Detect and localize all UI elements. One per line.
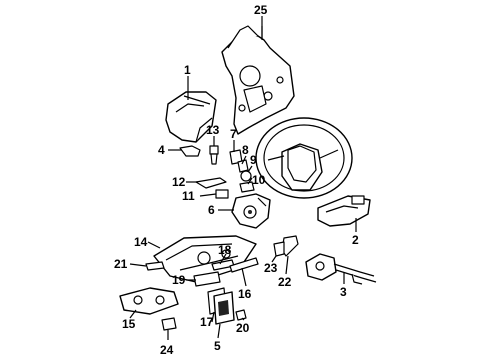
part-13-bulb	[209, 145, 219, 165]
label-23: 23	[264, 261, 278, 275]
part-15-bracket	[119, 287, 179, 315]
label-4: 4	[158, 143, 165, 157]
label-5: 5	[214, 339, 221, 353]
part-2-cover	[317, 195, 371, 227]
part-19-plate	[193, 271, 221, 287]
label-8: 8	[242, 143, 249, 157]
label-14: 14	[134, 235, 148, 249]
part-25-bracket	[221, 25, 295, 135]
part-21-bolt	[145, 261, 165, 271]
part-4-clip	[179, 145, 201, 157]
part-16-arm	[229, 257, 259, 273]
label-6: 6	[208, 203, 215, 217]
part-24-nut	[161, 317, 177, 331]
label-2: 2	[352, 233, 359, 247]
part-3-switch	[305, 253, 377, 285]
part-20-screw	[235, 309, 247, 321]
label-11: 11	[182, 189, 195, 203]
callout-labels: 1 25 2 3 4 13 7 8 9 10 12 11 6 14 21 18 …	[114, 3, 359, 357]
part-11-pin	[215, 189, 229, 199]
label-25: 25	[254, 3, 268, 17]
label-3: 3	[340, 285, 347, 299]
part-9-ring	[240, 170, 252, 182]
label-9: 9	[250, 153, 257, 167]
label-16: 16	[238, 287, 252, 301]
label-22: 22	[278, 275, 292, 289]
label-13: 13	[206, 123, 220, 137]
label-15: 15	[122, 317, 136, 331]
part-10-retainer	[239, 181, 255, 193]
leader-lines	[129, 16, 357, 340]
label-18: 18	[218, 243, 232, 257]
label-17: 17	[200, 315, 214, 329]
label-1: 1	[184, 63, 191, 77]
label-20: 20	[236, 321, 250, 335]
label-12: 12	[172, 175, 186, 189]
label-19: 19	[172, 273, 186, 287]
label-10: 10	[252, 173, 266, 187]
label-21: 21	[114, 257, 128, 271]
part-23-clip	[273, 241, 285, 257]
part-6-housing	[231, 193, 271, 229]
label-7: 7	[230, 127, 237, 141]
part-14-column	[153, 235, 257, 283]
part-12-actuator	[195, 177, 227, 189]
label-24: 24	[160, 343, 174, 357]
part-1-shroud	[165, 91, 217, 143]
steering-wheel	[255, 117, 353, 199]
part-5-block	[213, 291, 235, 325]
